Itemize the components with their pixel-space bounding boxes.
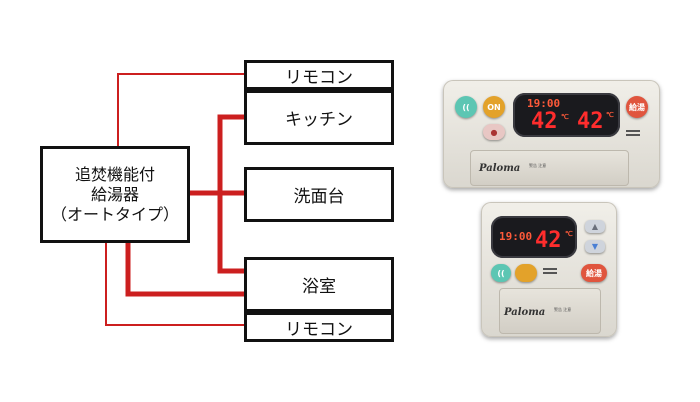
display-temp-right: 42: [577, 109, 604, 134]
display-unit-left: ℃: [561, 113, 569, 121]
call-button-icon: ((: [491, 264, 511, 282]
hot-water-button: 給湯: [581, 264, 607, 282]
remote-cover: Paloma 警告 注意: [470, 150, 629, 186]
call-button-icon: ((: [455, 96, 477, 118]
bath-remote-display: 19:00 42 ℃: [491, 216, 577, 258]
display-unit-right: ℃: [606, 111, 614, 119]
warning-label: 警告 注意: [554, 307, 572, 312]
wire-remote-bottom: [105, 243, 244, 326]
display-time: 19:00: [527, 97, 561, 110]
bath-display-time: 19:00: [499, 230, 533, 243]
node-remote-bottom: リモコン: [244, 312, 394, 342]
node-remote-top-label: リモコン: [285, 67, 353, 88]
bath-display-unit: ℃: [565, 230, 573, 238]
node-kitchen: キッチン: [244, 90, 394, 145]
node-bath-label: 浴室: [302, 277, 336, 297]
menu-lines-icon: [543, 268, 557, 276]
node-remote-bottom-label: リモコン: [285, 319, 353, 340]
node-bath: 浴室: [244, 257, 394, 312]
remote-cover: Paloma 警告 注意: [499, 288, 601, 334]
pipe-bath: [217, 193, 244, 274]
pipe-bath-return: [125, 243, 244, 297]
node-washstand: 洗面台: [244, 167, 394, 222]
bath-remote-photo: 19:00 42 ℃ ▲ ▼ (( 給湯 Paloma 警告 注意: [481, 202, 617, 337]
kitchen-remote-display: 19:00 42 ℃ 42 ℃: [513, 93, 620, 137]
wire-remote-top: [117, 73, 244, 146]
water-heater-box: 追焚機能付 給湯器 （オートタイプ）: [40, 146, 190, 243]
hot-water-button: 給湯: [626, 96, 648, 118]
brand-logo: Paloma: [479, 163, 521, 174]
warning-label: 警告 注意: [529, 163, 547, 168]
reheat-button: [515, 264, 537, 282]
temp-down-icon: ▼: [585, 240, 605, 253]
pipe-kitchen: [190, 114, 244, 196]
menu-lines-icon: [626, 130, 640, 138]
display-temp-left: 42: [531, 109, 558, 134]
node-kitchen-label: キッチン: [285, 110, 353, 130]
node-washstand-label: 洗面台: [293, 187, 345, 207]
heater-label-line2: 給湯器: [90, 184, 139, 204]
brand-logo: Paloma: [504, 307, 546, 318]
small-button: ●: [483, 124, 505, 140]
power-button: ON: [483, 96, 505, 118]
heater-label-line1: 追焚機能付: [74, 164, 155, 184]
kitchen-remote-photo: (( ON ● 19:00 42 ℃ 42 ℃ 給湯 Paloma 警告 注意: [443, 80, 660, 188]
temp-up-icon: ▲: [585, 220, 605, 233]
bath-display-temp: 42: [535, 228, 562, 253]
heater-label-line3: （オートタイプ）: [50, 204, 179, 224]
node-remote-top: リモコン: [244, 60, 394, 90]
